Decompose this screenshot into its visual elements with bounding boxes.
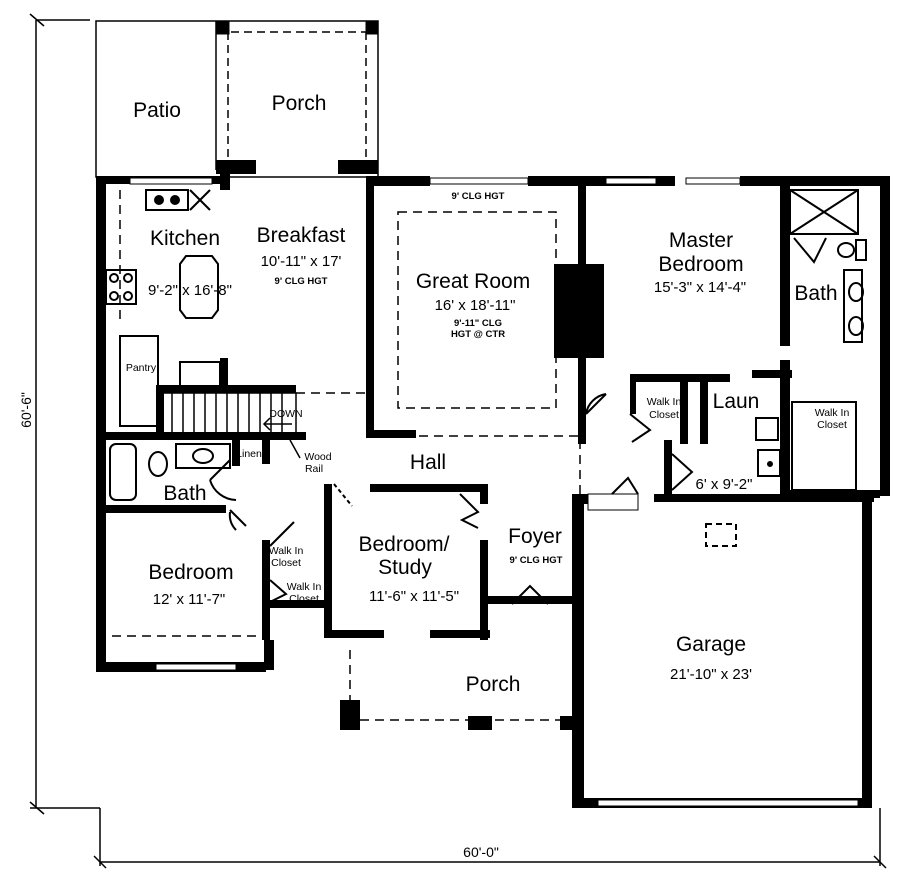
room-size-kitchen: 9'-2" x 16'-8" xyxy=(148,282,232,299)
garage-fixture xyxy=(705,523,737,547)
ceiling-note-great-room-top: 9' CLG HGT xyxy=(452,191,505,202)
ceiling-note-breakfast: 9' CLG HGT xyxy=(275,276,328,287)
laundry-fixtures xyxy=(755,401,857,491)
closet-label-master-1a: Walk In xyxy=(647,396,682,408)
stairs-direction-label: DOWN xyxy=(269,408,302,420)
overall-width-label: 60'-0" xyxy=(463,844,499,860)
overall-depth-label: 60'-6" xyxy=(18,392,34,428)
room-label-great-room: Great Room xyxy=(416,270,530,293)
room-label-patio: Patio xyxy=(133,99,181,122)
windows xyxy=(129,177,859,807)
wood-rail-label-1: Wood xyxy=(304,451,331,463)
bath-fixtures xyxy=(109,189,867,501)
exterior-walls xyxy=(96,160,890,808)
room-label-laundry: Laun xyxy=(713,390,760,413)
ceiling-note-foyer: 9' CLG HGT xyxy=(510,555,563,566)
room-label-bedroom: Bedroom xyxy=(148,561,233,584)
room-label-linen: Linen xyxy=(236,448,262,460)
kitchen-fixtures xyxy=(105,189,221,427)
room-label-master-bath: Bath xyxy=(794,282,837,305)
room-size-garage: 21'-10" x 23' xyxy=(670,666,752,683)
room-label-study-2: Study xyxy=(378,556,432,579)
dimension-lines xyxy=(29,13,887,869)
closet-label-b1: Walk In xyxy=(287,581,322,593)
closet-label-a2: Closet xyxy=(271,557,301,569)
room-size-great-room: 16' x 18'-11" xyxy=(435,297,516,314)
room-label-study-1: Bedroom/ xyxy=(358,533,449,556)
room-size-laundry: 6' x 9'-2" xyxy=(696,476,753,493)
room-size-master-bedroom: 15'-3" x 14'-4" xyxy=(654,279,746,296)
closet-label-master-2b: Closet xyxy=(817,419,847,431)
room-size-study: 11'-6" x 11'-5" xyxy=(369,588,459,605)
interior-walls xyxy=(106,160,792,730)
closet-label-a1: Walk In xyxy=(269,545,304,557)
room-label-kitchen: Kitchen xyxy=(150,227,220,250)
closet-label-master-1b: Closet xyxy=(649,409,679,421)
room-label-breakfast: Breakfast xyxy=(257,224,346,247)
rear-patio-porch xyxy=(95,20,379,178)
ceiling-note-great-room-2: HGT @ CTR xyxy=(451,329,505,340)
room-label-hall: Hall xyxy=(410,451,446,474)
room-label-master-bedroom-1: Master xyxy=(669,229,733,252)
room-label-master-bedroom-2: Bedroom xyxy=(658,253,743,276)
room-size-breakfast: 10'-11" x 17' xyxy=(261,253,342,270)
room-size-bedroom: 12' x 11'-7" xyxy=(153,591,225,608)
room-label-foyer: Foyer xyxy=(508,525,562,548)
room-label-pantry: Pantry xyxy=(126,362,157,374)
room-label-bath: Bath xyxy=(163,482,206,505)
wood-rail-label-2: Rail xyxy=(305,463,323,475)
room-label-front-porch: Porch xyxy=(466,673,521,696)
doors xyxy=(209,393,694,605)
room-label-rear-porch: Porch xyxy=(272,92,327,115)
ceiling-note-great-room-1: 9'-11" CLG xyxy=(454,318,502,329)
closet-label-master-2a: Walk In xyxy=(815,407,850,419)
stairs xyxy=(161,392,301,459)
dashed-boundaries xyxy=(112,190,581,721)
closet-label-b2: Closet xyxy=(289,593,319,605)
room-label-garage: Garage xyxy=(676,633,746,656)
